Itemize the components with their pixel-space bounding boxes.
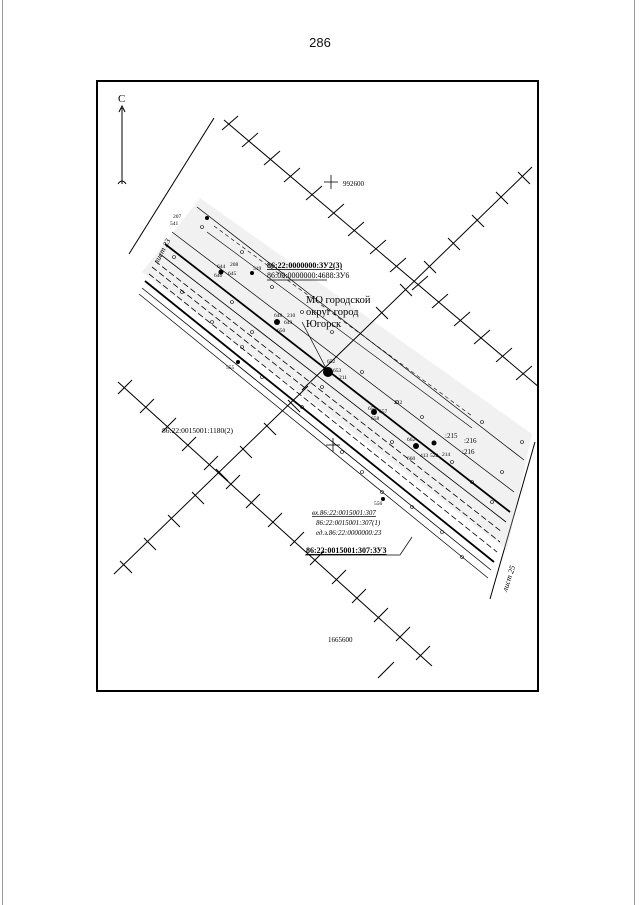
- parcel-zu3-label: 86:22:0015001:307:ЗУ3: [306, 546, 387, 555]
- point-label: 662: [407, 437, 416, 443]
- region-label-line3: Югорск: [306, 319, 342, 330]
- point-label: 650: [277, 328, 286, 334]
- page-edge-left: [2, 0, 3, 905]
- parcel-307-1-label: 86:22:0015001:307(1): [316, 519, 381, 527]
- region-label-line2: округ город: [306, 307, 359, 318]
- grid-line-lower: [117, 379, 433, 679]
- point-label: 212: [394, 400, 403, 406]
- map-frame: С: [96, 80, 539, 692]
- parcel-zu2-label: 86:22:0000000:ЗУ2(3): [267, 261, 343, 270]
- parcel-ed-label: ед.з.86:22:0000000:23: [316, 529, 382, 537]
- point-label: 649: [284, 320, 293, 326]
- north-label: С: [118, 93, 125, 105]
- point-label: :215: [445, 432, 458, 440]
- point-label: 656: [368, 406, 377, 412]
- region-label-line1: МО городской: [306, 295, 371, 306]
- point-label: 644: [217, 264, 226, 270]
- point-numbers: 207 541 208 644 645 646 519 648 210 649 …: [170, 214, 477, 507]
- point-label: 555: [226, 365, 235, 371]
- page-number: 286: [309, 35, 331, 50]
- parcel-1180-label: 86:22:0015001:1180(2): [162, 426, 233, 435]
- point-label: 208: [230, 262, 239, 268]
- corridor-lines: [138, 206, 525, 579]
- point-label: 413: [420, 453, 429, 459]
- grid-line-diagonal-top: [301, 166, 533, 391]
- point-label: 658: [371, 416, 380, 422]
- coordinate-crosses: [324, 175, 340, 452]
- cadastral-map: С: [113, 93, 537, 679]
- point-label: :216: [464, 437, 477, 445]
- point-label: 645: [228, 271, 237, 277]
- point-label: 648: [274, 313, 283, 319]
- parcel-vh-label: вх.86:22:0015001:307: [312, 509, 376, 517]
- point-label: 519: [253, 266, 262, 272]
- point-label: 556: [374, 501, 383, 507]
- point-label: 646: [214, 273, 223, 279]
- point-label: 653: [333, 368, 342, 374]
- sheet-right-label: лист 25: [500, 564, 517, 593]
- coord-bottom-label: 1665600: [328, 636, 353, 644]
- point-label: 214: [442, 452, 451, 458]
- point-label: 541: [170, 221, 179, 227]
- point-label: 211: [339, 375, 347, 381]
- leader-lines: [267, 279, 413, 556]
- north-arrow: [117, 104, 127, 185]
- stipple-band: [142, 198, 532, 550]
- point-label: :216: [462, 448, 475, 456]
- sheet-boundary: [128, 117, 536, 600]
- survey-points: [172, 225, 524, 559]
- point-label: 652: [327, 359, 336, 365]
- point-label: 207: [173, 214, 182, 220]
- point-label: 660: [407, 456, 416, 462]
- page-edge-right: [634, 0, 635, 905]
- parcel-zu6-label: 86:09:0000000:4688:ЗУ6: [267, 271, 349, 280]
- point-label: 522: [430, 453, 439, 459]
- grid-line-diagonal-bottom: [113, 385, 309, 575]
- grid-line-upper: [221, 115, 537, 387]
- point-label: 657: [379, 409, 388, 415]
- point-label: 210: [287, 313, 296, 319]
- coord-top-label: 992600: [343, 180, 365, 188]
